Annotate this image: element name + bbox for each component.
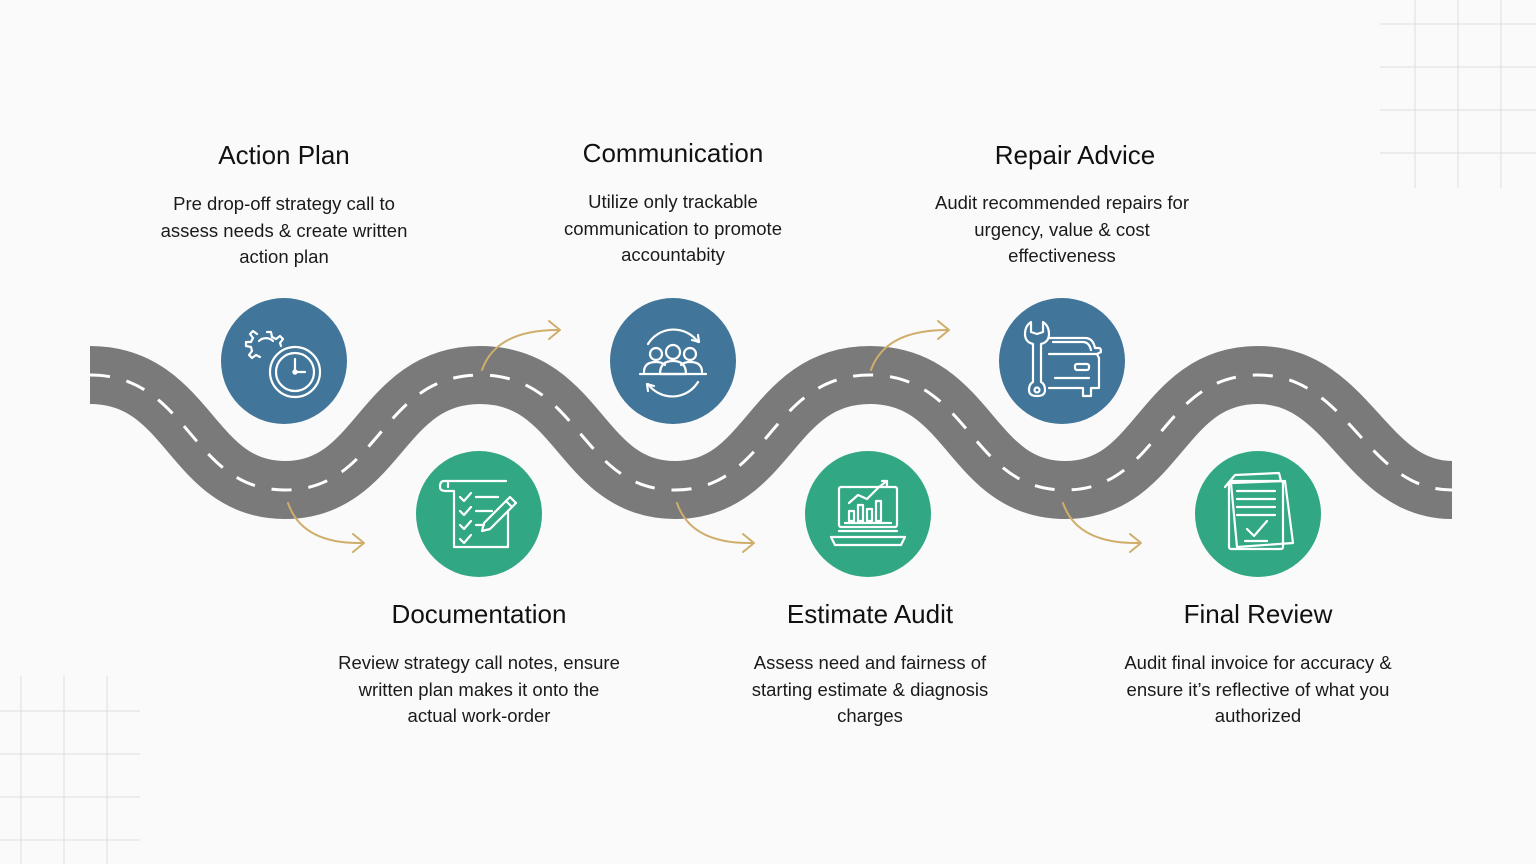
step-title-documentation: Documentation bbox=[391, 599, 567, 629]
arrow-action-to-documentation bbox=[287, 502, 365, 553]
team-cycle-icon bbox=[610, 298, 736, 424]
step-desc-communication: Utilize only trackable communication to … bbox=[564, 191, 782, 265]
step-desc-action-plan: Pre drop-off strategy call to assess nee… bbox=[160, 193, 408, 267]
laptop-chart-icon bbox=[805, 451, 931, 577]
checklist-pencil-icon bbox=[416, 451, 542, 577]
arrow-repair-to-final bbox=[1062, 502, 1142, 553]
step-desc-repair-advice: Audit recommended repairs for urgency, v… bbox=[935, 192, 1189, 266]
arrow-documentation-to-communication bbox=[481, 320, 561, 371]
step-title-estimate-audit: Estimate Audit bbox=[786, 599, 954, 629]
step-title-action-plan: Action Plan bbox=[218, 140, 350, 170]
document-check-icon bbox=[1195, 451, 1321, 577]
step-desc-estimate-audit: Assess need and fairness of starting est… bbox=[751, 652, 989, 726]
step-title-communication: Communication bbox=[582, 138, 764, 168]
step-desc-documentation: Review strategy call notes, ensure writt… bbox=[338, 652, 620, 726]
road-center-dashes bbox=[89, 373, 1453, 492]
gear-clock-icon bbox=[221, 298, 347, 424]
wrench-car-icon bbox=[999, 298, 1125, 424]
grid-top-right bbox=[1380, 0, 1536, 188]
arrow-communication-to-estimate bbox=[676, 502, 755, 553]
grid-bottom-left bbox=[0, 676, 140, 864]
step-title-repair-advice: Repair Advice bbox=[994, 140, 1156, 170]
step-title-final-review: Final Review bbox=[1183, 599, 1333, 629]
arrow-estimate-to-repair bbox=[870, 320, 950, 371]
step-desc-final-review: Audit final invoice for accuracy & ensur… bbox=[1124, 652, 1392, 726]
